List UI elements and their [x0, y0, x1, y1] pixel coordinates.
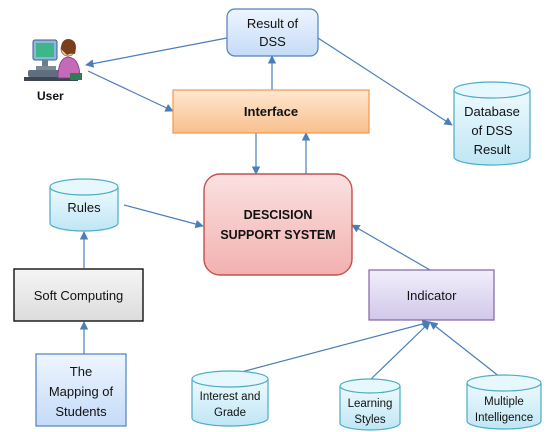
- soft-computing-box: [13, 268, 144, 322]
- rules-cylinder-body: [49, 187, 119, 232]
- interest-line-2: Grade: [214, 407, 246, 419]
- result-of-dss-node: Result of DSS: [226, 8, 319, 57]
- multiple-cylinder-body: [466, 383, 542, 430]
- edge-interest-to-indicator: [229, 319, 431, 376]
- database-cylinder-top: [453, 81, 531, 99]
- rules-label: Rules: [67, 200, 101, 215]
- decision-support-system-node: DESCISION SUPPORT SYSTEM: [203, 173, 353, 276]
- edge-user-to-interface: [87, 70, 174, 112]
- edge-multiple-to-indicator: [429, 321, 501, 378]
- mapping-line-3: Students: [55, 404, 107, 419]
- multiple-line-2: Intelligence: [475, 412, 533, 424]
- interface-node: Interface: [172, 89, 370, 134]
- edge-rules-to-dss: [123, 204, 204, 229]
- database-line-1: Database: [464, 104, 520, 119]
- user-node: User: [24, 39, 82, 103]
- edge-learning-to-indicator: [369, 321, 431, 381]
- database-node: Database of DSS Result: [453, 81, 531, 166]
- mapping-of-students-node: The Mapping of Students: [35, 353, 127, 427]
- interest-cylinder-body: [191, 379, 269, 427]
- database-cylinder-body: [453, 90, 531, 166]
- mapping-of-students-box: [35, 353, 127, 427]
- edge-indicator-to-dss: [351, 224, 431, 271]
- result-of-dss-line-2: DSS: [259, 34, 286, 49]
- result-of-dss-line-1: Result of: [247, 16, 299, 31]
- mapping-line-2: Mapping of: [49, 384, 114, 399]
- rules-node: Rules: [49, 178, 119, 232]
- indicator-label: Indicator: [407, 288, 458, 303]
- indicator-node: Indicator: [368, 269, 495, 321]
- result-of-dss-box: [226, 8, 319, 57]
- soft-computing-label: Soft Computing: [34, 288, 124, 303]
- learning-cylinder-body: [339, 386, 401, 431]
- interest-and-grade-node: Interest and Grade: [191, 370, 269, 427]
- mapping-line-1: The: [70, 364, 92, 379]
- dss-line-1: DESCISION: [244, 208, 313, 222]
- rules-cylinder-top: [49, 178, 119, 196]
- user-label: User: [37, 89, 64, 103]
- database-line-3: Result: [474, 142, 511, 157]
- connector-group: [79, 37, 501, 381]
- learning-styles-node: Learning Styles: [339, 378, 401, 431]
- interface-label: Interface: [244, 104, 298, 119]
- learning-cylinder-top: [339, 378, 401, 394]
- multiple-cylinder-top: [466, 374, 542, 392]
- decision-support-system-box: [203, 173, 353, 276]
- multiple-intelligence-node: Multiple Intelligence: [466, 374, 542, 430]
- indicator-box: [368, 269, 495, 321]
- user-at-computer-icon: [24, 39, 82, 81]
- learning-line-2: Styles: [354, 414, 386, 426]
- interface-box: [172, 89, 370, 134]
- dss-line-2: SUPPORT SYSTEM: [220, 228, 335, 242]
- database-line-2: of DSS: [471, 123, 513, 138]
- multiple-line-1: Multiple: [484, 396, 524, 408]
- interest-line-1: Interest and: [200, 391, 261, 403]
- interest-cylinder-top: [191, 370, 269, 388]
- soft-computing-node: Soft Computing: [13, 268, 144, 322]
- edge-result-to-database: [317, 37, 453, 126]
- edge-result-to-user: [85, 37, 228, 68]
- learning-line-1: Learning: [348, 398, 393, 410]
